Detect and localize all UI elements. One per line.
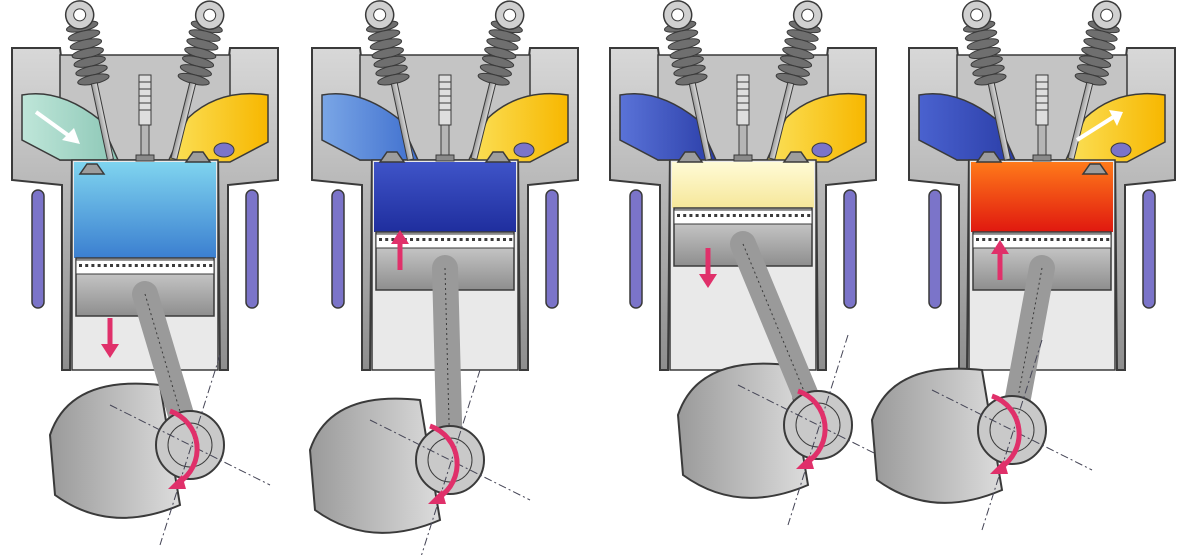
head-coolant-passage xyxy=(1111,143,1131,157)
coolant-jacket-left xyxy=(630,190,642,308)
head-coolant-passage xyxy=(514,143,534,157)
stroke-panel-compression xyxy=(310,0,578,555)
coolant-jacket-right xyxy=(844,190,856,308)
head-coolant-passage xyxy=(214,143,234,157)
coolant-jacket-left xyxy=(332,190,344,308)
coolant-jacket-left xyxy=(929,190,941,308)
head-coolant-passage xyxy=(812,143,832,157)
coolant-jacket-right xyxy=(246,190,258,308)
coolant-jacket-right xyxy=(546,190,558,308)
coolant-jacket-left xyxy=(32,190,44,308)
combustion-chamber-gas xyxy=(672,162,814,208)
stroke-panel-intake xyxy=(12,0,278,545)
stroke-panel-exhaust xyxy=(872,0,1175,530)
combustion-chamber-gas xyxy=(74,162,216,258)
coolant-jacket-right xyxy=(1143,190,1155,308)
combustion-chamber-gas xyxy=(374,162,516,232)
stroke-panel-power xyxy=(610,0,898,525)
